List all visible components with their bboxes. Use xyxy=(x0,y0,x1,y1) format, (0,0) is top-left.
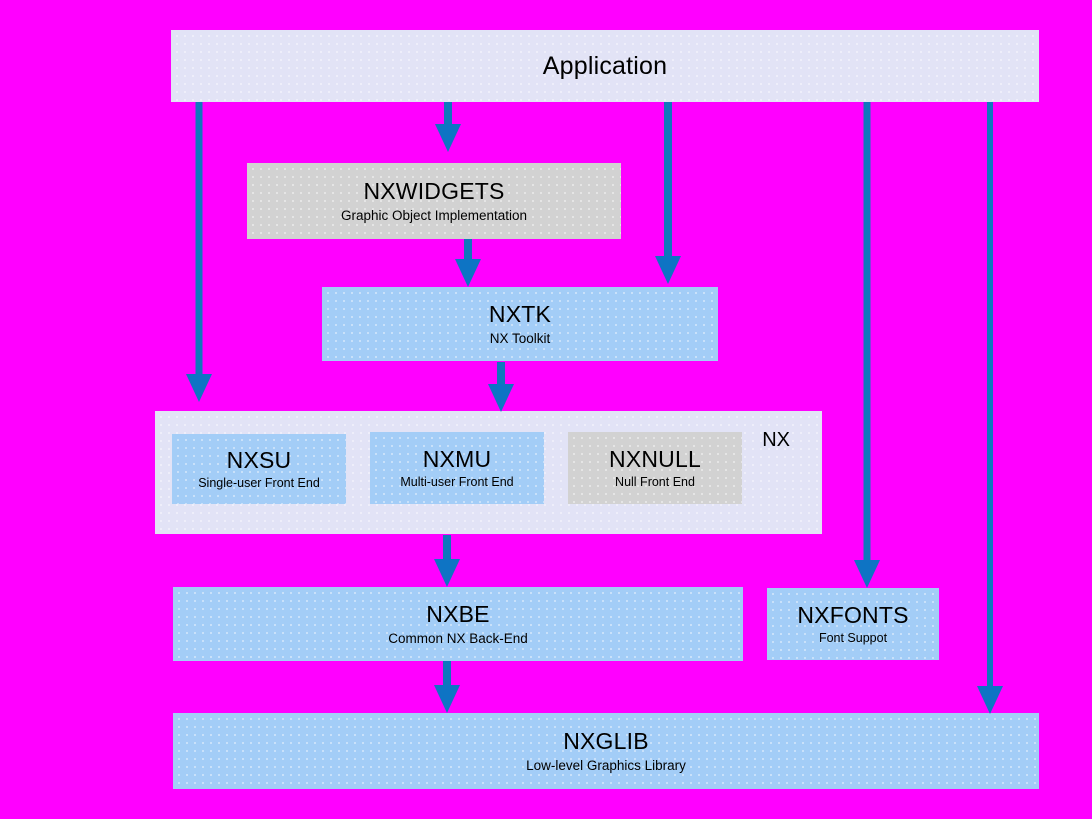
arrow-head xyxy=(488,384,514,412)
arrow-head xyxy=(455,259,481,287)
arrow-shaft xyxy=(444,102,452,126)
arrow-head xyxy=(655,256,681,284)
arrow-shaft xyxy=(863,102,871,562)
arrow-head xyxy=(977,686,1003,714)
arrow-application-to-nxtk xyxy=(651,102,685,284)
node-nxsu-title: NXSU xyxy=(226,446,292,473)
node-nxsu-subtitle: Single-user Front End xyxy=(198,476,320,491)
arrow-shaft xyxy=(464,239,472,261)
node-nxmu[interactable]: NXMU Multi-user Front End xyxy=(370,432,544,504)
arrow-application-to-nxglib xyxy=(973,102,1007,714)
node-nx-container-label: NX xyxy=(762,429,790,451)
node-nxglib-title: NXGLIB xyxy=(563,728,649,755)
arrow-head xyxy=(434,685,460,713)
arrow-nxwidgets-to-nxtk xyxy=(451,239,485,287)
node-nxglib[interactable]: NXGLIB Low-level Graphics Library xyxy=(173,713,1039,789)
node-application-title: Application xyxy=(542,52,668,80)
arrow-application-to-nxwidgets xyxy=(431,102,465,152)
node-nxtk-title: NXTK xyxy=(488,301,552,328)
node-nxwidgets-title: NXWIDGETS xyxy=(363,178,505,205)
arrow-nxbe-to-nxglib xyxy=(430,661,464,713)
node-nxnull-title: NXNULL xyxy=(609,445,701,472)
arrow-shaft xyxy=(664,102,672,258)
arrow-shaft xyxy=(443,535,451,561)
node-nxfonts-subtitle: Font Suppot xyxy=(818,631,888,646)
arrow-nxtk-to-nx xyxy=(484,362,518,412)
node-nxbe[interactable]: NXBE Common NX Back-End xyxy=(173,587,743,661)
arrow-shaft xyxy=(987,102,993,688)
arrow-head xyxy=(186,374,212,402)
node-nxmu-subtitle: Multi-user Front End xyxy=(400,475,514,490)
node-nxfonts[interactable]: NXFONTS Font Suppot xyxy=(767,588,939,660)
node-nxfonts-title: NXFONTS xyxy=(797,601,909,628)
node-nxglib-subtitle: Low-level Graphics Library xyxy=(526,757,686,773)
arrow-shaft xyxy=(443,661,451,687)
node-application[interactable]: Application xyxy=(171,30,1039,102)
arrow-head xyxy=(435,124,461,152)
arrow-application-to-nx xyxy=(182,102,216,402)
node-nxtk[interactable]: NXTK NX Toolkit xyxy=(322,287,718,361)
arrow-shaft xyxy=(497,362,505,386)
node-nxtk-subtitle: NX Toolkit xyxy=(489,330,551,346)
node-nxbe-title: NXBE xyxy=(426,601,490,628)
node-nxwidgets[interactable]: NXWIDGETS Graphic Object Implementation xyxy=(247,163,621,239)
arrow-head xyxy=(854,560,880,588)
node-nxwidgets-subtitle: Graphic Object Implementation xyxy=(340,207,528,223)
node-nxsu[interactable]: NXSU Single-user Front End xyxy=(172,434,346,504)
node-nxnull[interactable]: NXNULL Null Front End xyxy=(568,432,742,504)
node-nxmu-title: NXMU xyxy=(422,445,492,472)
node-nxbe-subtitle: Common NX Back-End xyxy=(388,630,528,646)
arrow-head xyxy=(434,559,460,587)
arrow-application-to-nxfonts xyxy=(850,102,884,588)
node-nxnull-subtitle: Null Front End xyxy=(615,475,695,490)
arrow-nx-to-nxbe xyxy=(430,535,464,587)
arrow-shaft xyxy=(195,102,203,376)
